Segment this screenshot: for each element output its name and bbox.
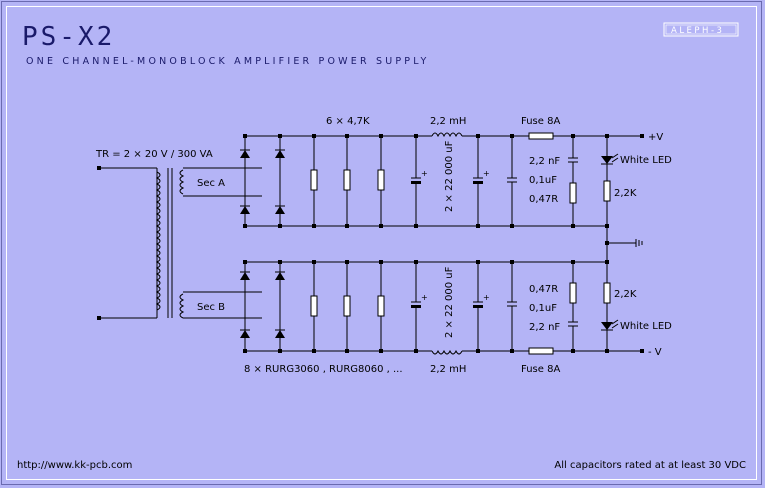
badge-label: ALEPH-3 — [671, 26, 724, 36]
fuse-top-label: Fuse 8A — [521, 116, 560, 127]
inductor-top-label: 2,2 mH — [430, 116, 466, 127]
negative-rail-label: - V — [648, 347, 662, 358]
fuse-lower — [528, 347, 554, 355]
transformer — [97, 166, 262, 320]
c-22nf-bottom-label: 2,2 nF — [529, 322, 560, 333]
snubber-upper — [568, 134, 578, 228]
positive-rail-label: +V — [648, 132, 663, 143]
led-indicator-upper — [601, 134, 619, 228]
cap-big-top-label: 2 × 22 000 uF — [444, 140, 455, 212]
c-22nf-top-label: 2,2 nF — [529, 156, 560, 167]
electrolytic-cap-lower-1: + — [411, 260, 428, 353]
fuse-bottom-label: Fuse 8A — [521, 364, 560, 375]
electrolytic-cap-lower-2: + — [473, 260, 490, 353]
fuse-upper — [528, 132, 554, 140]
resistors-label: 6 × 4,7K — [326, 116, 370, 127]
bleeder-resistors-lower — [310, 260, 385, 353]
inductor-bottom-label: 2,2 mH — [430, 364, 466, 375]
positive-rail — [245, 134, 644, 262]
r-2k2-top-label: 2,2K — [614, 188, 637, 199]
ground-icon — [635, 239, 643, 247]
cap-big-bottom-label: 2 × 22 000 uF — [444, 266, 455, 338]
snubber-lower — [568, 260, 578, 353]
c-01uf-top-label: 0,1uF — [529, 175, 557, 186]
sec-b-label: Sec B — [197, 302, 225, 313]
sec-a-label: Sec A — [197, 178, 225, 189]
svg-text:+: + — [421, 169, 428, 178]
inner-border — [6, 6, 757, 480]
version-badge: ALEPH-3 — [663, 22, 739, 37]
r-047-top-label: 0,47R — [529, 194, 558, 205]
bridge-rectifier-b — [240, 260, 285, 353]
footer-note: All capacitors rated at at least 30 VDC — [554, 460, 746, 471]
r-047-bottom-label: 0,47R — [529, 284, 558, 295]
footer-url[interactable]: http://www.kk-pcb.com — [17, 460, 132, 471]
svg-text:+: + — [483, 293, 490, 302]
electrolytic-cap-upper-2: + — [473, 134, 490, 228]
film-cap-upper — [507, 134, 517, 228]
diodes-label: 8 × RURG3060 , RURG8060 , ... — [244, 364, 403, 375]
bridge-rectifier-a — [240, 134, 285, 228]
page-title: PS-X2 — [22, 22, 115, 52]
r-2k2-bottom-label: 2,2K — [614, 289, 637, 300]
bleeder-resistors-upper — [310, 134, 385, 228]
negative-rail — [245, 261, 644, 353]
led-indicator-lower — [601, 260, 619, 353]
svg-text:+: + — [421, 293, 428, 302]
film-cap-lower — [507, 260, 517, 353]
led-top-label: White LED — [620, 155, 672, 166]
transformer-label: TR = 2 × 20 V / 300 VA — [95, 149, 213, 160]
inductor-upper — [431, 132, 463, 138]
c-01uf-bottom-label: 0,1uF — [529, 303, 557, 314]
electrolytic-cap-upper-1: + — [411, 134, 428, 228]
inductor-lower — [431, 349, 463, 355]
page-subtitle: ONE CHANNEL-MONOBLOCK AMPLIFIER POWER SU… — [26, 56, 429, 67]
svg-text:+: + — [483, 169, 490, 178]
led-bottom-label: White LED — [620, 321, 672, 332]
